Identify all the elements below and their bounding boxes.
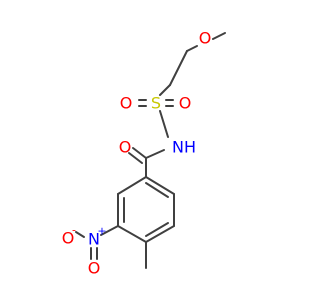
amide-oxygen-label: O <box>119 138 132 157</box>
ring-bond-3 <box>117 225 147 243</box>
ring-inner-bond-2 <box>145 222 169 237</box>
ring-bond-1 <box>117 176 147 195</box>
molecule-structure: O S O O O N H N + O - O <box>62 29 226 278</box>
ether-ch2-bond <box>186 45 198 52</box>
ring-inner-bond-3 <box>145 182 169 198</box>
nitro-nitrogen-label: N <box>88 230 100 249</box>
carbonyl-double-bond-a <box>132 147 147 159</box>
sulfonyl-oxygen-left-label: O <box>120 94 133 113</box>
ether-oxygen-label: O <box>199 29 212 48</box>
structure-canvas: O S O O O N H N + O - O <box>61 28 226 278</box>
carbonyl-double-bond-b <box>128 152 143 164</box>
ring-bond-4 <box>145 225 175 243</box>
ring-bond-6 <box>145 176 175 195</box>
nitro-o-left-bond <box>75 231 85 238</box>
ring-nitro-bond <box>100 225 119 236</box>
amide-hydrogen-label: H <box>184 138 196 157</box>
nitro-oxygen-left-label: O <box>62 229 75 248</box>
atom-label-layer: O S O O O N H N + O - O <box>62 29 212 278</box>
sulfur-label: S <box>151 94 161 113</box>
ch2-sulfur-bond <box>159 84 171 96</box>
nitro-oxygen-left-charge: - <box>72 224 76 237</box>
sulfur-nitrogen-bond <box>159 110 169 138</box>
nitro-oxygen-bottom-label: O <box>88 259 101 278</box>
methyl-ether-bond <box>212 32 226 40</box>
ethylene-bond <box>169 50 188 86</box>
sulfonyl-oxygen-right-label: O <box>179 94 192 113</box>
amide-nitrogen-label: N <box>172 138 184 157</box>
nitrogen-carbonyl-bond <box>145 149 165 159</box>
nitro-nitrogen-charge: + <box>97 225 106 238</box>
bond-layer <box>75 32 226 269</box>
